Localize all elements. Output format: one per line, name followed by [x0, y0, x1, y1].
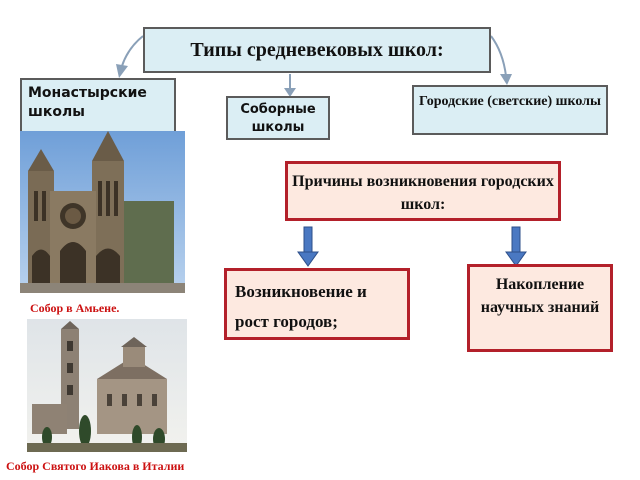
st-james-caption: Собор Святого Иакова в Италии: [6, 459, 185, 473]
city-schools-box: Городские (светские) школы: [412, 85, 608, 135]
cathedral-schools-box: Соборные школы: [226, 96, 330, 140]
block-arrow-right: [505, 226, 527, 267]
knowledge-accumulation-box: Накопление научных знаний: [467, 264, 613, 352]
block-arrow-left: [297, 226, 319, 267]
arrow-to-city: [490, 35, 507, 77]
diagram-title: Типы средневековых школ:: [143, 27, 491, 73]
reasons-heading-box: Причины возникновения городских школ:: [285, 161, 561, 221]
st-james-cathedral-photo: [27, 319, 187, 452]
arrowhead-city: [500, 74, 512, 85]
arrow-to-monastery: [121, 35, 144, 67]
amiens-caption-text: Собор в Амьене: [30, 301, 117, 315]
city-growth-box: Возникновение и рост городов;: [224, 268, 410, 340]
arrowhead-monastery: [116, 64, 128, 78]
amiens-cathedral-photo: [20, 131, 185, 293]
amiens-caption: Собор в Амьене.: [30, 301, 120, 315]
arrowhead-cathedral: [284, 88, 296, 97]
monastery-schools-box: Монастырские школы: [20, 78, 176, 134]
